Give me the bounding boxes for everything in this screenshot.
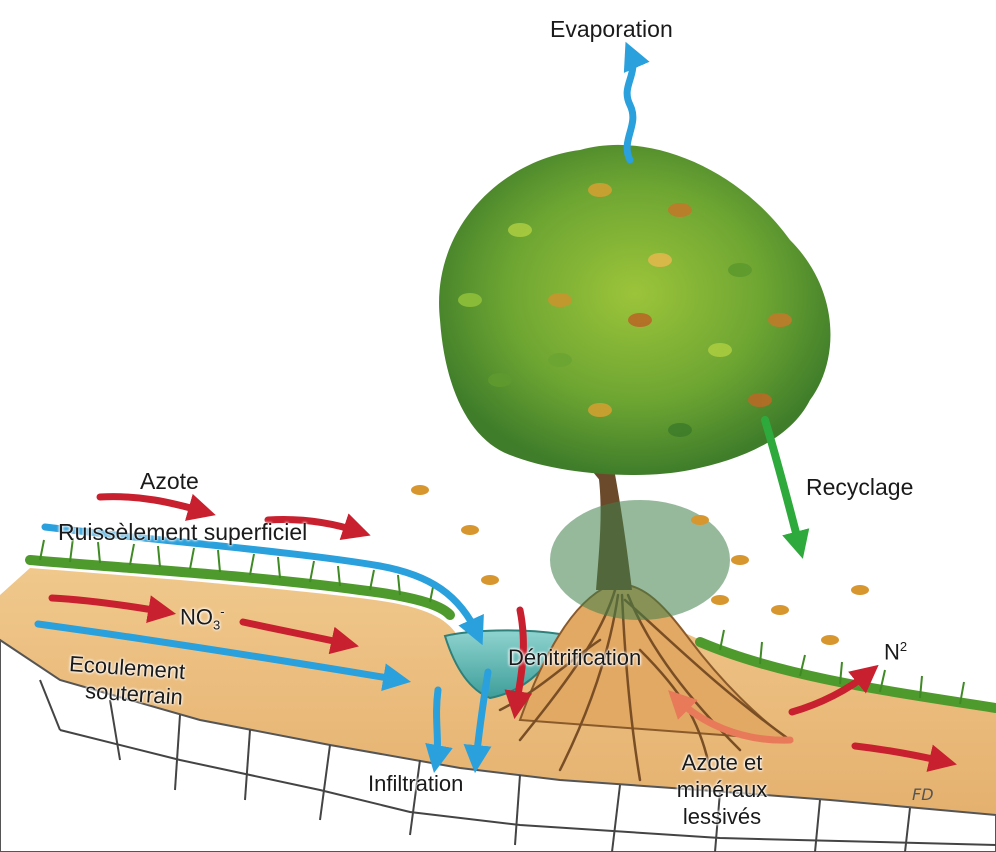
label-no3-sup: -	[220, 604, 224, 619]
label-n2-sup: 2	[900, 639, 907, 654]
label-denitrification: Dénitrification	[508, 647, 641, 669]
label-azote: Azote	[140, 470, 199, 493]
label-no3-base: NO	[180, 604, 213, 629]
label-evaporation: Evaporation	[550, 18, 673, 41]
label-n2: N2	[884, 640, 907, 663]
label-no3-sub: 3	[213, 618, 220, 633]
recyclage-arrow	[765, 420, 800, 548]
label-n2-base: N	[884, 639, 900, 664]
tree-crown	[439, 145, 830, 475]
label-recyclage: Recyclage	[806, 476, 913, 499]
label-no3: NO3-	[180, 605, 225, 632]
evaporation-arrow	[627, 52, 633, 160]
label-ruissellement: Ruissèlement superficiel	[58, 521, 307, 544]
label-infiltration: Infiltration	[368, 773, 463, 795]
label-azote-mineraux-line1: Azote et	[652, 752, 792, 774]
azote-arrow-1	[100, 497, 205, 512]
artist-signature: FD	[912, 785, 934, 804]
label-azote-mineraux-line3: lessivés	[652, 806, 792, 828]
infiltration-arrow-1	[436, 690, 438, 762]
label-azote-mineraux-line2: minéraux	[652, 779, 792, 801]
